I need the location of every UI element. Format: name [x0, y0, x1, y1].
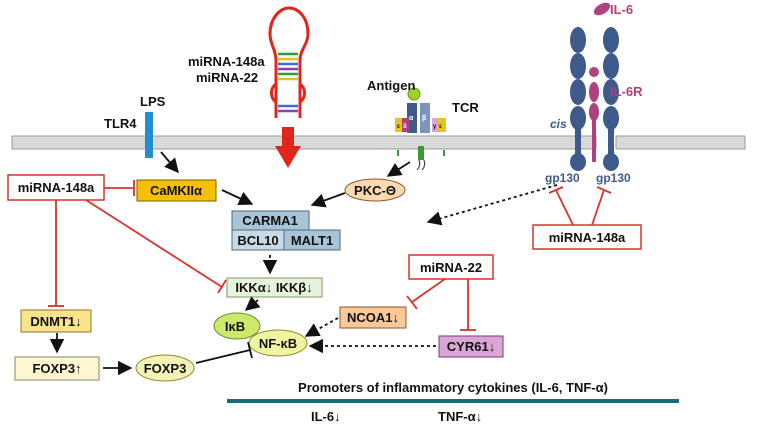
svg-text:γ: γ	[433, 124, 437, 130]
svg-text:IκB: IκB	[225, 319, 245, 334]
mirna-22-box	[408, 254, 494, 280]
malt1-box	[283, 229, 341, 251]
svg-text:miRNA-22: miRNA-22	[420, 260, 482, 275]
mirna-148a-top-label: miRNA-148a	[188, 54, 265, 69]
foxp3-ellipse	[135, 354, 195, 382]
tlr4-receptor	[145, 112, 153, 158]
svg-text:NF-κB: NF-κB	[259, 336, 297, 351]
ikk-box	[226, 277, 323, 298]
dnmt1-box	[20, 309, 92, 333]
mirna-22-top-label: miRNA-22	[196, 70, 258, 85]
svg-text:ε: ε	[439, 124, 442, 130]
svg-text:MALT1: MALT1	[291, 233, 333, 248]
cell-membrane	[11, 135, 746, 150]
mirna-148a-left-box	[7, 174, 105, 201]
foxp3-up-box	[14, 356, 100, 381]
svg-text:FOXP3↑: FOXP3↑	[32, 361, 81, 376]
tlr4-label: TLR4	[104, 116, 137, 131]
svg-text:CaMKIIα: CaMKIIα	[150, 183, 202, 198]
ikb-ellipse	[213, 312, 261, 340]
activation-arrows	[49, 151, 558, 376]
inhibition-lines	[48, 180, 612, 331]
mirna-entry-arrow	[275, 127, 301, 168]
svg-text:CYR61↓: CYR61↓	[447, 339, 495, 354]
il6-down-label: IL-6↓	[311, 409, 341, 424]
tnf-down-label: TNF-α↓	[438, 409, 482, 424]
svg-text:CARMA1: CARMA1	[242, 213, 298, 228]
tcr-complex: α β ε δ γ ε	[395, 103, 446, 171]
svg-text:α: α	[409, 115, 414, 122]
il6r-label: IL-6R	[610, 84, 643, 99]
pkc-ellipse	[344, 178, 406, 202]
lps-label: LPS	[140, 94, 166, 109]
mirna-148a-right-box	[532, 224, 642, 250]
svg-text:FOXP3: FOXP3	[144, 361, 187, 376]
tcr-label: TCR	[452, 100, 479, 115]
gp130-left-label: gp130	[545, 171, 580, 185]
svg-text:miRNA-148a: miRNA-148a	[18, 180, 95, 195]
svg-text:miRNA-148a: miRNA-148a	[549, 230, 626, 245]
il6-receptor-complex	[570, 2, 619, 171]
antigen-ball	[407, 87, 421, 101]
svg-text:NCOA1↓: NCOA1↓	[347, 310, 399, 325]
gp130-right-label: gp130	[596, 171, 631, 185]
svg-text:DNMT1↓: DNMT1↓	[30, 314, 81, 329]
il6-label: IL-6	[610, 2, 633, 17]
promoters-label: Promoters of inflammatory cytokines (IL-…	[298, 380, 608, 395]
svg-text:β: β	[422, 115, 427, 122]
mirna-hairpin	[268, 6, 310, 118]
svg-text:BCL10: BCL10	[237, 233, 278, 248]
ncoa1-box	[339, 306, 407, 329]
svg-text:IKKα↓ IKKβ↓: IKKα↓ IKKβ↓	[235, 280, 312, 295]
svg-text:PKC-Θ: PKC-Θ	[354, 183, 396, 198]
antigen-label: Antigen	[367, 78, 415, 93]
cis-label: cis	[550, 117, 567, 131]
foxp3-inhibition	[195, 341, 253, 364]
promoter-line	[227, 399, 679, 403]
cyr61-box	[438, 335, 504, 358]
svg-text:δ: δ	[403, 124, 407, 130]
svg-text:ε: ε	[397, 124, 400, 130]
camk-box	[136, 179, 217, 202]
